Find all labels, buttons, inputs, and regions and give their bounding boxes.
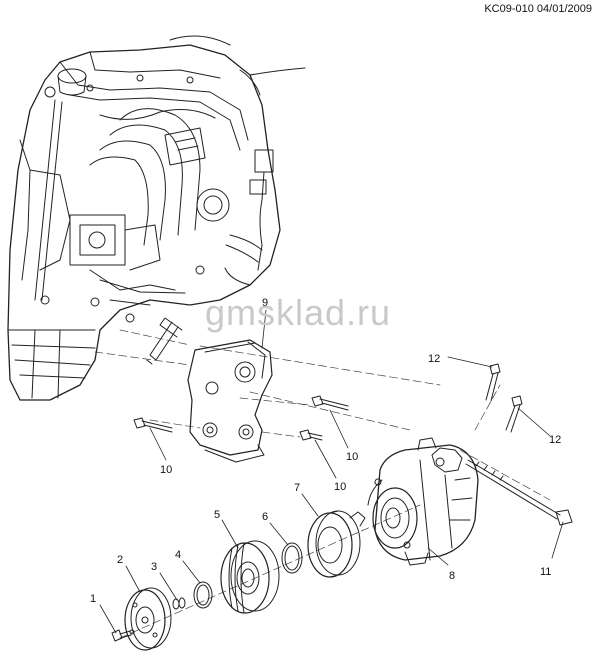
callout-1: 1 bbox=[90, 593, 96, 605]
snap-ring-part-4 bbox=[193, 581, 213, 609]
callout-12-upper: 12 bbox=[428, 353, 440, 365]
callout-5: 5 bbox=[214, 509, 220, 521]
callout-10-left: 10 bbox=[160, 464, 172, 476]
document-code: KC09-010 04/01/2009 bbox=[484, 3, 592, 15]
callout-8: 8 bbox=[449, 570, 455, 582]
long-bolt-part-11 bbox=[465, 459, 573, 526]
bolt-part-1 bbox=[111, 629, 132, 642]
bolt-part-10-upper bbox=[311, 395, 349, 411]
callout-labels: 1 2 3 4 5 6 7 8 9 10 10 10 11 12 12 bbox=[90, 297, 561, 605]
callout-10-upper: 10 bbox=[346, 451, 358, 463]
callout-10-lower: 10 bbox=[334, 481, 346, 493]
clutch-coil-part-7 bbox=[307, 510, 366, 578]
bolt-part-12-right bbox=[505, 395, 523, 433]
bolt-part-10-lower bbox=[299, 429, 323, 441]
bolt-part-12-upper bbox=[485, 363, 501, 402]
callout-7: 7 bbox=[294, 482, 300, 494]
clutch-plate-part-2 bbox=[124, 587, 172, 651]
pulley-part-5 bbox=[220, 540, 280, 614]
callout-9: 9 bbox=[262, 297, 268, 309]
callout-11: 11 bbox=[540, 566, 551, 578]
compressor-bracket-part-9 bbox=[187, 339, 273, 463]
callout-3: 3 bbox=[151, 561, 157, 573]
snap-ring-part-6 bbox=[281, 542, 303, 574]
callout-leader-lines bbox=[99, 309, 564, 634]
callout-12-right: 12 bbox=[549, 434, 561, 446]
engine-block-drawing bbox=[7, 35, 306, 401]
assembly-center-lines bbox=[94, 329, 551, 639]
bolt-part-10-left bbox=[133, 417, 173, 433]
callout-4: 4 bbox=[175, 549, 181, 561]
watermark-text: gmsklad.ru bbox=[205, 292, 392, 333]
callout-2: 2 bbox=[117, 554, 123, 566]
callout-6: 6 bbox=[262, 511, 268, 523]
ac-compressor-part-8 bbox=[367, 437, 479, 566]
shims-part-3 bbox=[172, 597, 186, 610]
